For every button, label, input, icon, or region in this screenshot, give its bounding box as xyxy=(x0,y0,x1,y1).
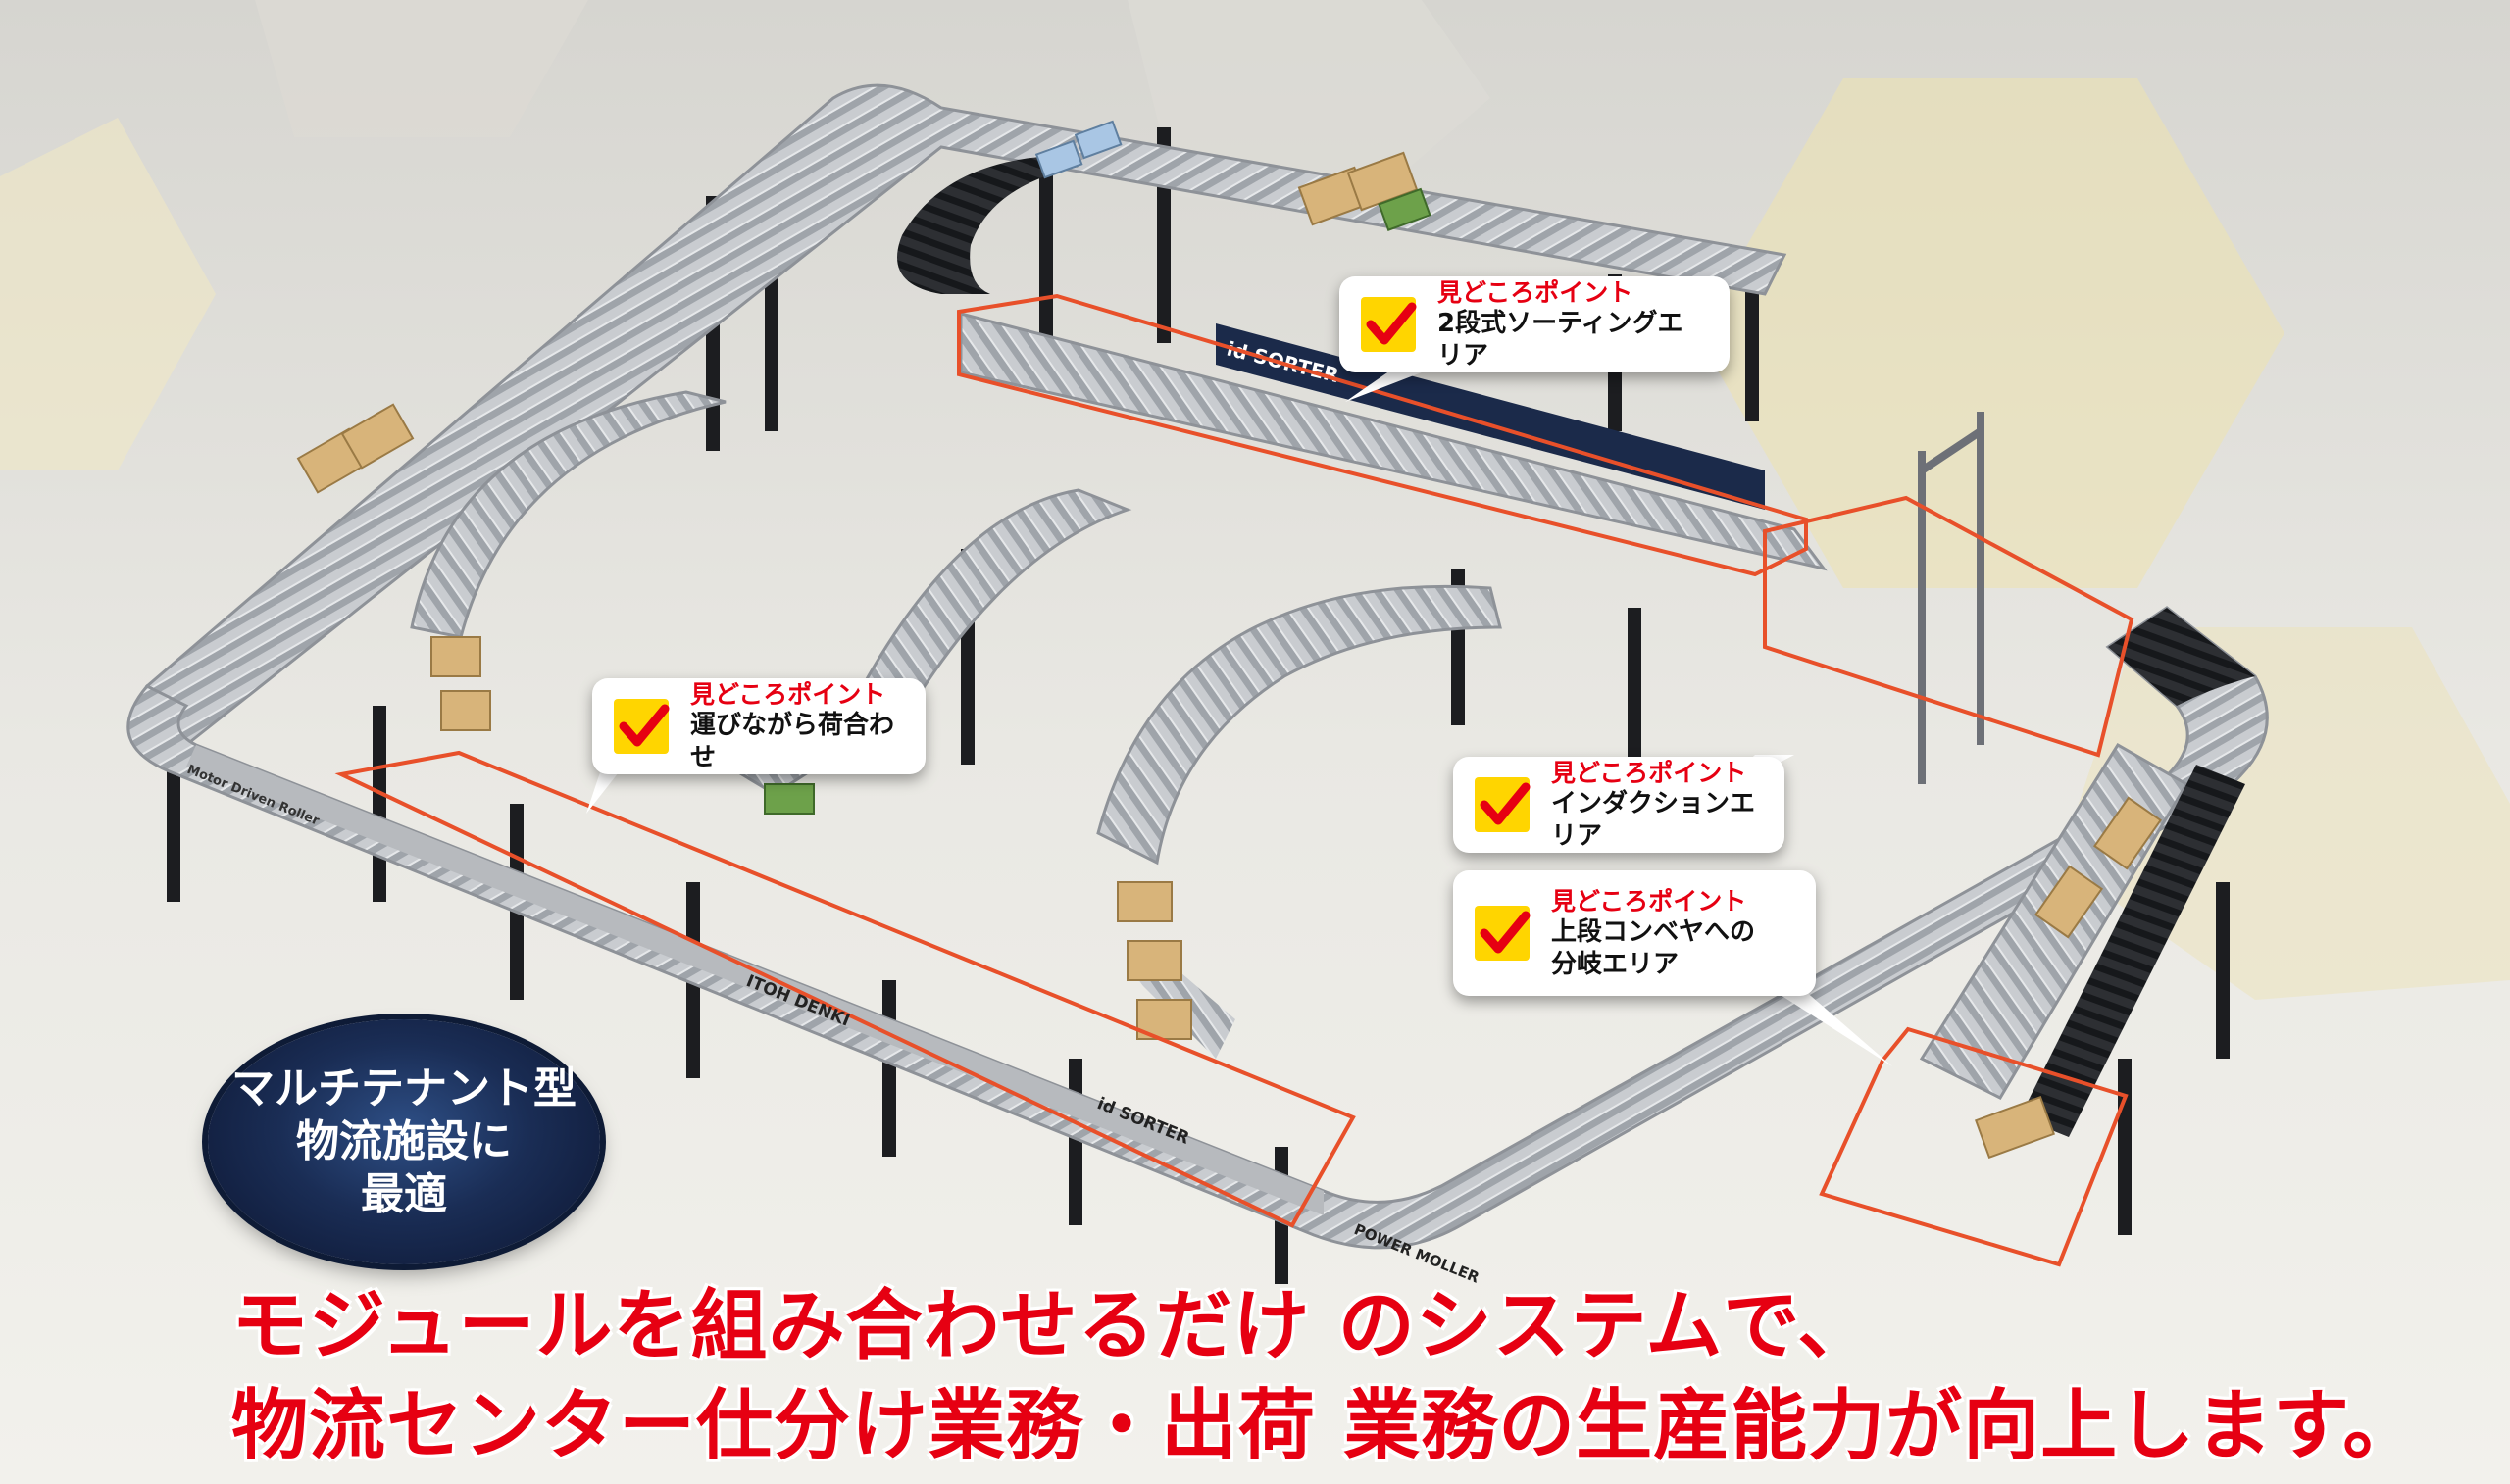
conveyor-outer-loop xyxy=(126,606,2269,1250)
callout-induction: 見どころポイント インダクションエリア xyxy=(1453,757,1784,853)
callout-description: 2段式ソーティングエリア xyxy=(1437,309,1683,371)
callout-merge: 見どころポイント 運びながら荷合わせ xyxy=(592,678,926,774)
multi-tenant-badge: マルチテナント型 物流施設に 最適 xyxy=(208,1019,600,1264)
badge-line: マルチテナント型 xyxy=(231,1064,577,1114)
callout-description-line1: 上段コンベヤへの xyxy=(1551,917,1756,948)
frame-branch xyxy=(1819,1026,2129,1267)
cartons xyxy=(296,151,2162,1160)
cartons-blue xyxy=(1034,120,1123,179)
hexagon-deco xyxy=(0,118,216,470)
frame-merge xyxy=(334,750,1356,1228)
conveyor-curve xyxy=(897,157,1079,294)
callout-description-line2: 分岐エリア xyxy=(1551,949,1680,979)
checkmark-icon xyxy=(1475,777,1531,832)
headline-line2: 物流センター仕分け業務・出荷 業務の生産能力が向上します。 xyxy=(231,1382,2421,1470)
callout-description: 運びながら荷合わせ xyxy=(690,711,895,772)
conveyor-dark-section xyxy=(2020,765,2245,1137)
conveyor-lane-1 xyxy=(410,390,727,639)
badge-line: 物流施設に xyxy=(296,1116,512,1167)
callout-upper-sorting: 見どころポイント 2段式ソーティングエリア xyxy=(1339,276,1730,372)
conveyor-lane-3 xyxy=(1096,584,1502,866)
callout-heading: 見どころポイント xyxy=(1437,277,1633,307)
checkmark-icon xyxy=(1361,297,1417,352)
callout-heading: 見どころポイント xyxy=(1551,758,1747,787)
checkmark-icon xyxy=(614,699,670,754)
badge-line: 最適 xyxy=(361,1168,447,1219)
conveyor-upper-rail xyxy=(145,83,1787,748)
highlight-frames xyxy=(334,293,2134,1267)
frame-induction xyxy=(1763,495,2134,758)
callout-branch: 見どころポイント 上段コンベヤへの 分岐エリア xyxy=(1453,870,1816,996)
headline-line1: モジュールを組み合わせるだけ のシステムで、 xyxy=(231,1282,1876,1370)
callout-heading: 見どころポイント xyxy=(1551,886,1747,915)
callout-heading: 見どころポイント xyxy=(690,679,886,709)
checkmark-icon xyxy=(1475,906,1531,961)
cartons-green xyxy=(764,187,1431,815)
conveyor-side-frame xyxy=(186,745,1324,1215)
hexagon-deco xyxy=(1696,78,2284,588)
hexagon-deco xyxy=(255,0,588,137)
frame-upper-sorting xyxy=(957,293,1808,577)
conveyor-curve xyxy=(2108,608,2255,706)
callout-description: インダクションエリア xyxy=(1551,789,1756,851)
